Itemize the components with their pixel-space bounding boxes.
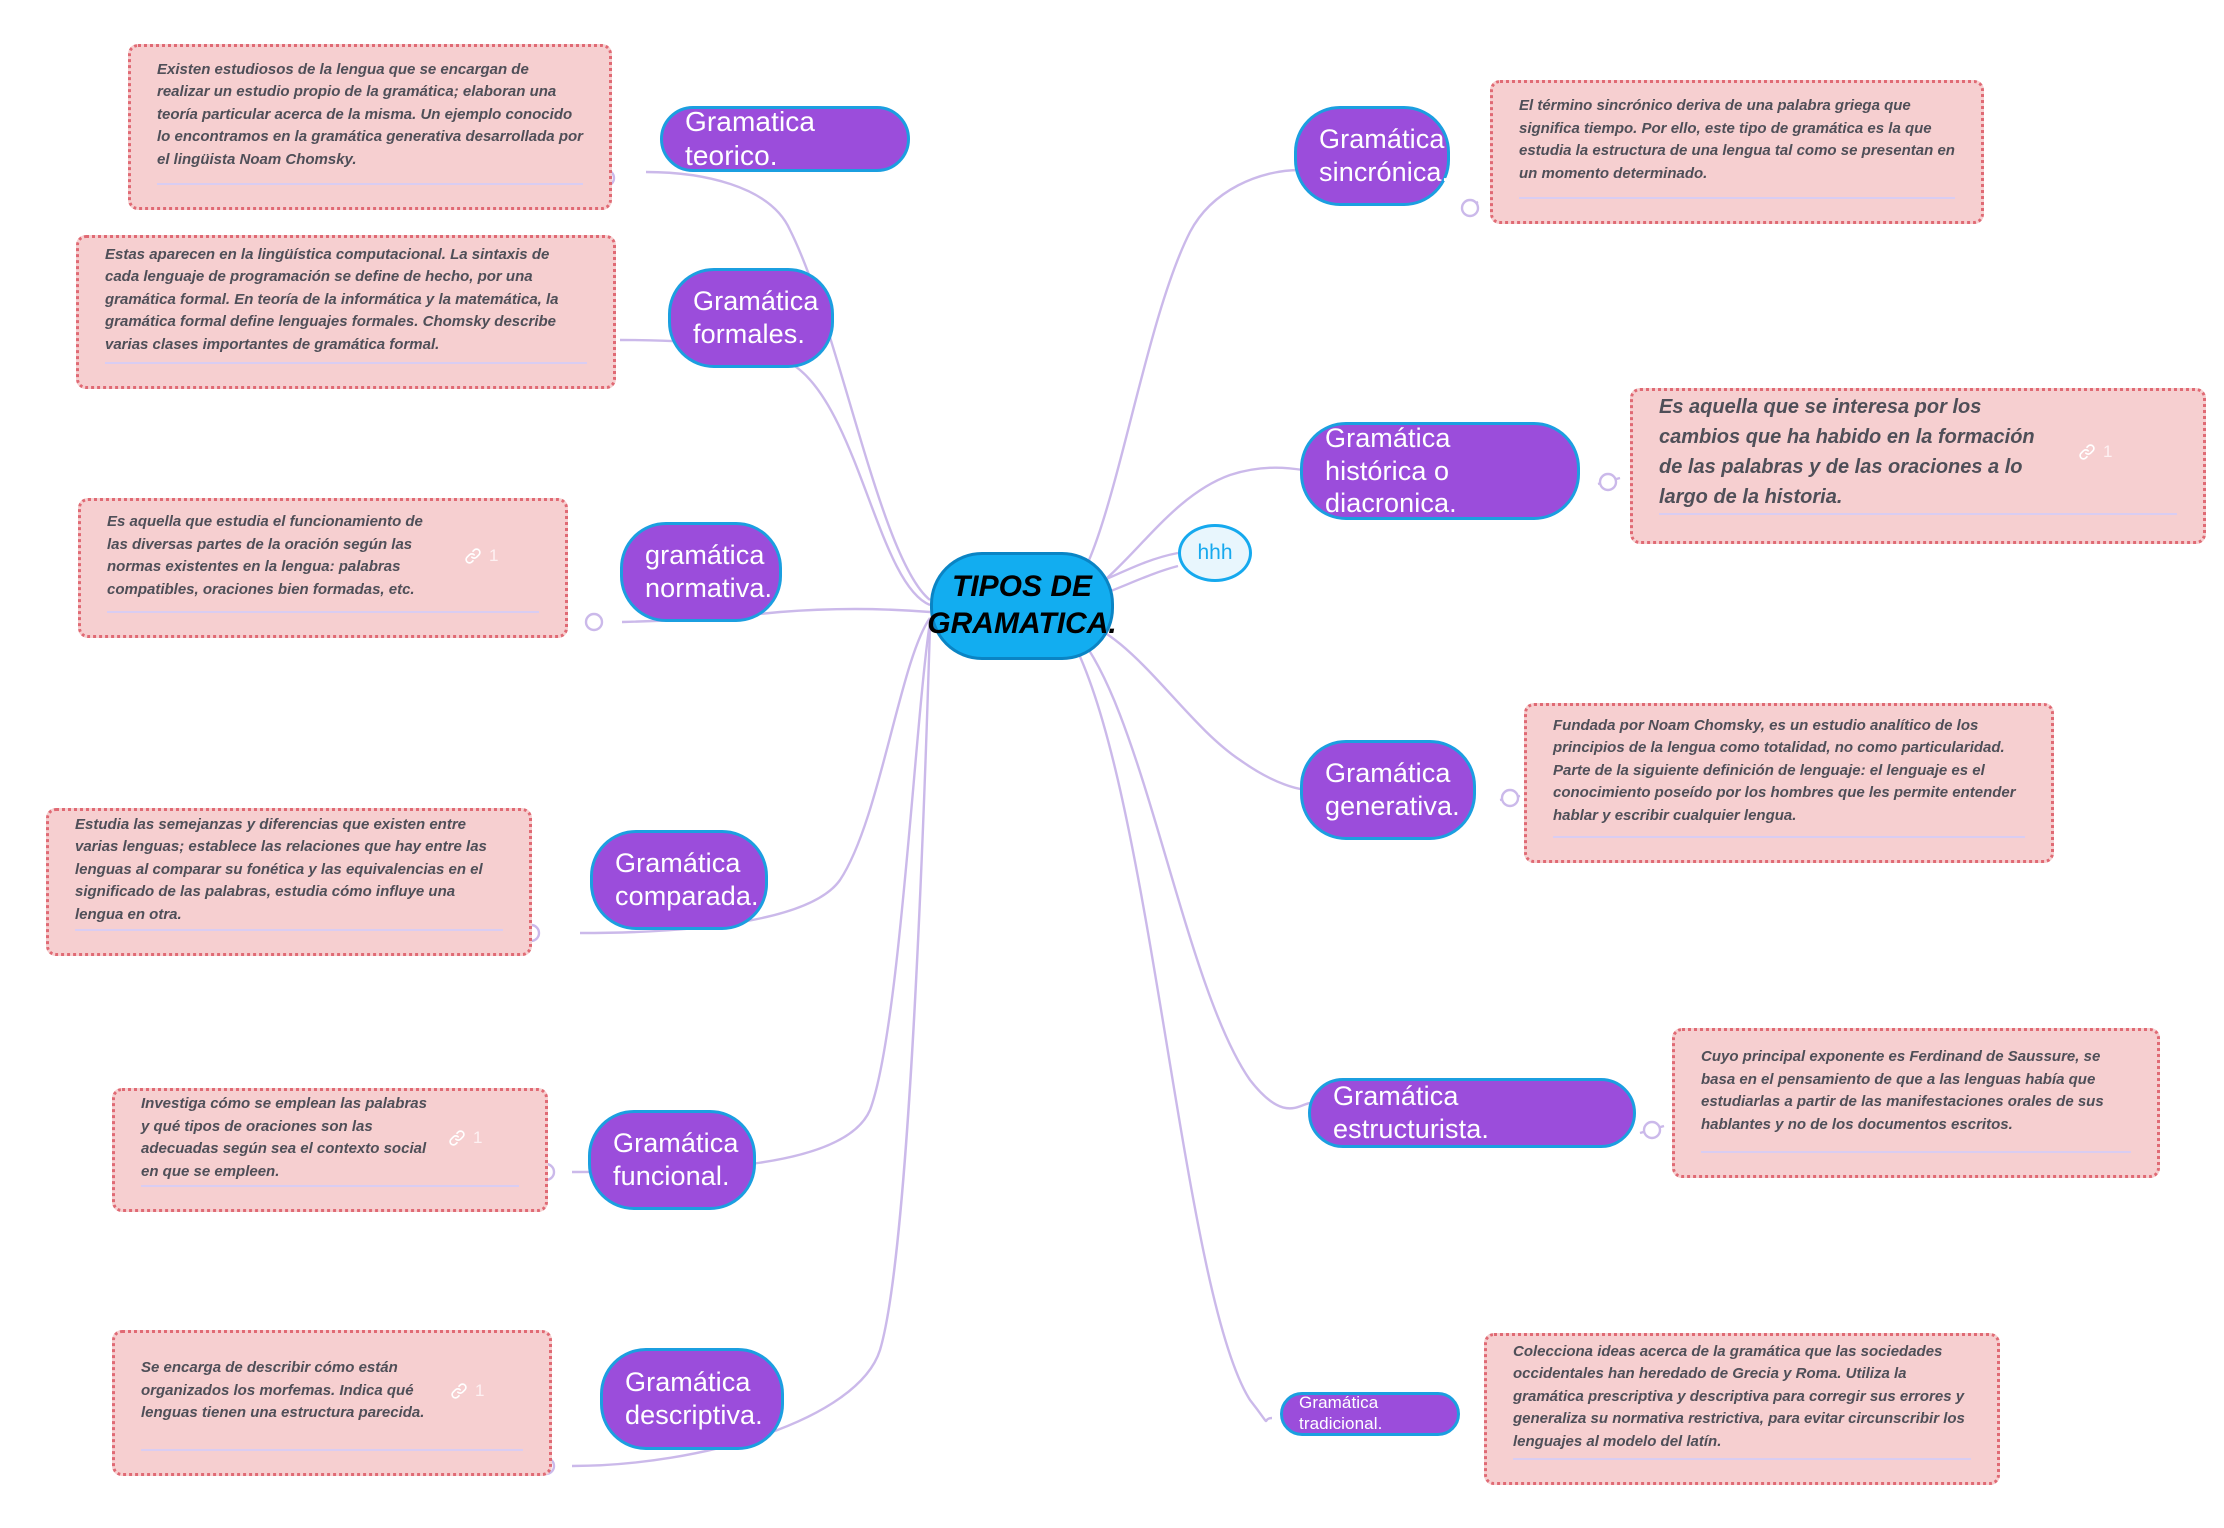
hhh-bubble[interactable]: hhh <box>1178 524 1252 582</box>
note-body: El término sincrónico deriva de una pala… <box>1493 83 1981 197</box>
note-body: Existen estudiosos de la lengua que se e… <box>131 47 609 183</box>
topic-node-gramatica-formales[interactable]: Gramática formales. <box>668 268 834 368</box>
topic-node-gramatica-comparada[interactable]: Gramática comparada. <box>590 830 768 930</box>
note-body: Colecciona ideas acerca de la gramática … <box>1487 1336 1997 1458</box>
note-divider <box>1553 836 2025 838</box>
note-text: Existen estudiosos de la lengua que se e… <box>157 60 583 168</box>
endpoint-historica <box>1598 472 1618 492</box>
topic-node-gramatica-descriptiva[interactable]: Gramática descriptiva. <box>600 1348 784 1450</box>
endpoint-estructurista <box>1642 1120 1662 1140</box>
endpoint-sincronica <box>1460 198 1480 218</box>
note-card-funcional[interactable]: Investiga cómo se emplean las palabras y… <box>112 1088 548 1212</box>
topic-node-gramatica-normativa[interactable]: gramática normativa. <box>620 522 782 622</box>
note-card-comparada[interactable]: Estudia las semejanzas y diferencias que… <box>46 808 532 956</box>
note-text: El término sincrónico deriva de una pala… <box>1519 97 1955 182</box>
note-card-generativa[interactable]: Fundada por Noam Chomsky, es un estudio … <box>1524 703 2054 863</box>
note-text: Investiga cómo se emplean las palabras y… <box>141 1095 427 1180</box>
note-text: Se encarga de describir cómo están organ… <box>141 1359 425 1422</box>
note-body: Se encarga de describir cómo están organ… <box>115 1333 549 1449</box>
edge-descriptiva <box>571 625 932 1468</box>
note-divider <box>141 1185 519 1187</box>
note-link-group[interactable]: 1 <box>2077 442 2112 462</box>
note-divider <box>1659 513 2177 515</box>
endpoint-generativa <box>1500 788 1520 808</box>
note-body: Estas aparecen en la lingüística computa… <box>79 238 613 362</box>
note-link-count: 1 <box>489 546 499 565</box>
note-divider <box>157 183 583 185</box>
note-link-count: 1 <box>473 1128 483 1147</box>
note-link-count: 1 <box>2103 442 2113 461</box>
note-card-normativa[interactable]: Es aquella que estudia el funcionamiento… <box>78 498 568 638</box>
topic-node-gramatica-funcional[interactable]: Gramática funcional. <box>588 1110 756 1210</box>
topic-node-gramatica-sincronica[interactable]: Gramática sincrónica. <box>1294 106 1450 206</box>
note-card-descriptiva[interactable]: Se encarga de describir cómo están organ… <box>112 1330 552 1476</box>
note-divider <box>105 362 587 364</box>
note-card-formales[interactable]: Estas aparecen en la lingüística computa… <box>76 235 616 389</box>
link-icon <box>449 1130 465 1146</box>
note-text: Cuyo principal exponente es Ferdinand de… <box>1701 1048 2104 1133</box>
note-text: Fundada por Noam Chomsky, es un estudio … <box>1553 716 2016 824</box>
note-divider <box>141 1449 523 1451</box>
note-body: Fundada por Noam Chomsky, es un estudio … <box>1527 706 2051 836</box>
topic-node-gramatica-historica[interactable]: Gramática histórica o diacronica. <box>1300 422 1580 520</box>
note-divider <box>1513 1458 1971 1460</box>
link-icon <box>2079 444 2095 460</box>
note-divider <box>75 929 503 931</box>
note-divider <box>1701 1151 2131 1153</box>
stub-sincronica <box>1461 200 1479 212</box>
topic-node-gramatica-generativa[interactable]: Gramática generativa. <box>1300 740 1476 840</box>
note-link-group[interactable]: 1 <box>449 1381 484 1401</box>
topic-node-gramatica-estructurista[interactable]: Gramática estructurista. <box>1308 1078 1636 1148</box>
edge-sincronica <box>1064 168 1301 599</box>
note-text: Colecciona ideas acerca de la gramática … <box>1513 1342 1965 1450</box>
note-card-estructurista[interactable]: Cuyo principal exponente es Ferdinand de… <box>1672 1028 2160 1178</box>
edge-estructurista <box>1064 621 1312 1110</box>
note-link-count: 1 <box>475 1381 485 1400</box>
note-divider <box>107 611 539 613</box>
central-topic[interactable]: TIPOS DE GRAMATICA. <box>927 552 1117 660</box>
note-text: Estas aparecen en la lingüística computa… <box>105 245 559 353</box>
link-icon <box>465 548 481 564</box>
stub-historica <box>1597 476 1621 486</box>
note-card-tradicional[interactable]: Colecciona ideas acerca de la gramática … <box>1484 1333 2000 1485</box>
note-body: Es aquella que se interesa por los cambi… <box>1633 391 2203 513</box>
note-body: Es aquella que estudia el funcionamiento… <box>81 501 565 611</box>
note-body: Estudia las semejanzas y diferencias que… <box>49 811 529 929</box>
note-text: Es aquella que se interesa por los cambi… <box>1659 396 2035 508</box>
edge-tradicional <box>1063 627 1273 1423</box>
link-icon <box>451 1383 467 1399</box>
stub-estructurista <box>1639 1124 1665 1135</box>
note-divider <box>1519 197 1955 199</box>
topic-node-gramatica-tradicional[interactable]: Gramática tradicional. <box>1280 1392 1460 1436</box>
note-link-group[interactable]: 1 <box>463 546 498 566</box>
stub-generativa <box>1499 794 1521 802</box>
note-card-teorico[interactable]: Existen estudiosos de la lengua que se e… <box>128 44 612 210</box>
endpoint-normativa <box>584 612 604 632</box>
note-card-historica[interactable]: Es aquella que se interesa por los cambi… <box>1630 388 2206 544</box>
note-link-group[interactable]: 1 <box>447 1128 482 1148</box>
note-text: Es aquella que estudia el funcionamiento… <box>107 513 423 598</box>
note-text: Estudia las semejanzas y diferencias que… <box>75 815 487 923</box>
note-card-sincronica[interactable]: El término sincrónico deriva de una pala… <box>1490 80 1984 224</box>
note-body: Investiga cómo se emplean las palabras y… <box>115 1091 545 1185</box>
note-body: Cuyo principal exponente es Ferdinand de… <box>1675 1031 2157 1151</box>
topic-node-gramatica-teorico[interactable]: Gramatica teorico. <box>660 106 910 172</box>
